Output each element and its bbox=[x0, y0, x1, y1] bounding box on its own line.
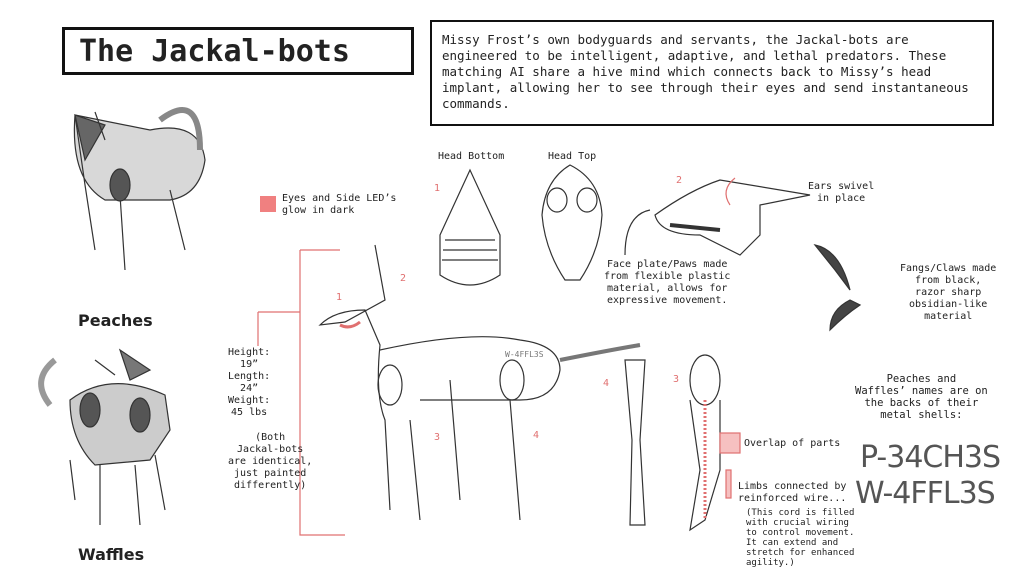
fangs-note: Fangs/Claws made from black, razor sharp… bbox=[900, 263, 997, 322]
head-top-label: Head Top bbox=[548, 151, 597, 162]
leg-drawings bbox=[624, 354, 721, 532]
marker-4-body: 4 bbox=[533, 430, 540, 441]
head-bottom-label: Head Bottom bbox=[438, 151, 505, 162]
face-plate-note: Face plate/Paws made from flexible plast… bbox=[604, 259, 731, 306]
stats: Height: 19” Length: 24” Weight: 45 lbs bbox=[228, 347, 271, 418]
marker-2: 2 bbox=[676, 175, 683, 186]
stats-note: (Both Jackal-bots are identical, just pa… bbox=[228, 432, 313, 491]
wire-swatch bbox=[725, 469, 732, 499]
head-bottom-drawing bbox=[439, 168, 501, 286]
glow-swatch bbox=[260, 196, 276, 212]
waffles-label: Waffles bbox=[78, 545, 145, 564]
head-side-drawing bbox=[624, 177, 811, 256]
wire-note: (This cord is filled with crucial wiring… bbox=[746, 508, 855, 568]
names-note: Peaches and Waffles’ names are on the ba… bbox=[855, 373, 988, 421]
fangs-drawing bbox=[813, 244, 862, 332]
marker-2-body: 2 bbox=[400, 273, 407, 284]
marker-4-leg: 4 bbox=[603, 378, 610, 389]
overlap-legend: Overlap of parts bbox=[744, 438, 841, 449]
marker-1-body: 1 bbox=[336, 292, 343, 303]
peaches-label: Peaches bbox=[78, 311, 153, 330]
overlap-swatch bbox=[719, 432, 741, 454]
glow-legend: Eyes and Side LED’s glow in dark bbox=[282, 193, 397, 216]
body-drawing bbox=[257, 244, 641, 536]
peaches-illustration bbox=[73, 107, 206, 271]
page-title: The Jackal-bots bbox=[62, 27, 414, 75]
waffles-code: W-4FFL3S bbox=[855, 476, 996, 511]
waffles-illustration bbox=[38, 348, 171, 526]
marker-3-leg: 3 bbox=[673, 374, 680, 385]
head-top-drawing bbox=[541, 164, 603, 281]
marker-1: 1 bbox=[434, 183, 441, 194]
peaches-code: P-34CH3S bbox=[860, 440, 1001, 475]
body-tag: W-4FFL3S bbox=[505, 350, 544, 359]
ears-note: Ears swivel in place bbox=[808, 181, 875, 204]
description: Missy Frost’s own bodyguards and servant… bbox=[430, 20, 994, 126]
marker-3-body: 3 bbox=[434, 432, 441, 443]
wire-legend: Limbs connected by reinforced wire... bbox=[738, 481, 847, 504]
